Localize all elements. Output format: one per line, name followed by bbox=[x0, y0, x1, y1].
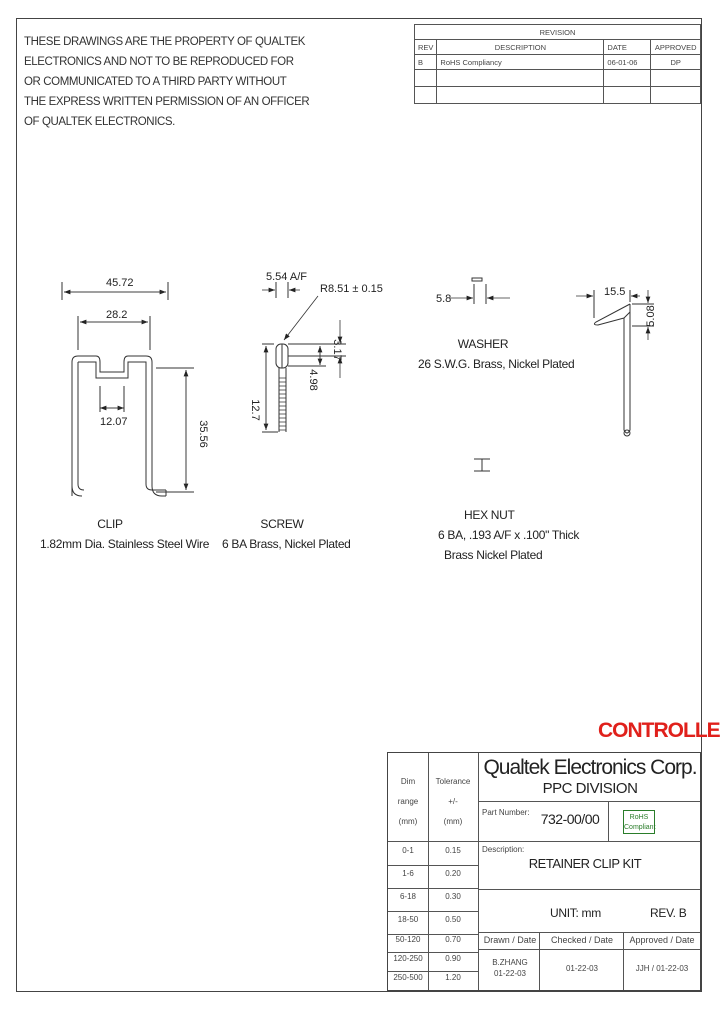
approved-label: Approved / Date bbox=[629, 935, 695, 945]
clip-caption-title: CLIP bbox=[97, 517, 123, 531]
revision-table: REVISION REV DESCRIPTION DATE APPROVED B… bbox=[413, 24, 701, 104]
controlled-stamp: CONTROLLED bbox=[598, 719, 720, 742]
screw-dim-d2: 4.98 bbox=[307, 369, 319, 390]
notice-line: ELECTRONICS AND NOT TO BE REPRODUCED FOR bbox=[24, 56, 294, 68]
description-value: RETAINER CLIP KIT bbox=[528, 856, 642, 871]
dim-header-line: Dim bbox=[400, 777, 416, 786]
description-label: Description: bbox=[482, 845, 525, 854]
hexnut-drawing bbox=[474, 458, 490, 472]
checked-date: 01-22-03 bbox=[565, 964, 599, 973]
washer-caption-material: 26 S.W.G. Brass, Nickel Plated bbox=[418, 357, 575, 371]
tol-header-line: (mm) bbox=[443, 817, 463, 826]
property-notice: THESE DRAWINGS ARE THE PROPERTY OF QUALT… bbox=[24, 32, 310, 132]
dim-range-header: Dim range (mm) bbox=[388, 772, 428, 832]
clip-dim-height: 35.56 bbox=[197, 420, 209, 448]
rohs-line: RoHS bbox=[629, 814, 649, 821]
clip-side-dim-height: 5.08 bbox=[645, 305, 657, 326]
rohs-line: Compliant bbox=[624, 824, 656, 831]
clip-dim-gap: 12.07 bbox=[100, 416, 128, 428]
drawing-frame bbox=[16, 18, 702, 992]
part-number: 732-00/00 bbox=[540, 811, 600, 827]
screw-drawing bbox=[262, 282, 346, 433]
washer-caption: WASHER 26 S.W.G. Brass, Nickel Plated bbox=[418, 334, 575, 374]
tol-header-line: Tolerance bbox=[435, 777, 471, 786]
hexnut-caption-material: Brass Nickel Plated bbox=[444, 548, 543, 562]
washer-dim-thk: 5.8 bbox=[436, 293, 451, 305]
screw-caption-material: 6 BA Brass, Nickel Plated bbox=[222, 537, 351, 551]
hexnut-caption-spec: 6 BA, .193 A/F x .100" Thick bbox=[438, 528, 580, 542]
rohs-badge: RoHS Compliant bbox=[623, 810, 656, 834]
rev-label: REV. B bbox=[650, 906, 687, 920]
notice-line: OF QUALTEK ELECTRONICS. bbox=[24, 116, 175, 128]
screw-dim-d1: 3.17 bbox=[331, 339, 343, 360]
clip-caption: CLIP 1.82mm Dia. Stainless Steel Wire bbox=[40, 514, 210, 554]
drawn-label: Drawn / Date bbox=[483, 935, 537, 945]
notice-line: THESE DRAWINGS ARE THE PROPERTY OF QUALT… bbox=[24, 36, 305, 48]
notice-line: THE EXPRESS WRITTEN PERMISSION OF AN OFF… bbox=[24, 96, 310, 108]
tolerance-header: Tolerance +/- (mm) bbox=[428, 772, 478, 832]
screw-dim-radius: R8.51 ± 0.15 bbox=[320, 283, 383, 295]
washer-caption-title: WASHER bbox=[457, 337, 509, 351]
clip-caption-material: 1.82mm Dia. Stainless Steel Wire bbox=[40, 537, 210, 551]
clip-dim-inner: 28.2 bbox=[106, 309, 127, 321]
unit-label: UNIT: mm bbox=[550, 906, 601, 920]
part-number-label: Part Number: bbox=[482, 808, 530, 817]
hexnut-caption: HEX NUT 6 BA, .193 A/F x .100" Thick Bra… bbox=[438, 505, 580, 565]
division-name: PPC DIVISION bbox=[542, 780, 638, 797]
company-name: Qualtek Electronics Corp. bbox=[483, 756, 697, 779]
dim-header-line: range bbox=[397, 797, 419, 806]
screw-dim-length: 12.7 bbox=[249, 399, 261, 420]
dim-header-line: (mm) bbox=[398, 817, 418, 826]
washer-drawing bbox=[471, 277, 487, 304]
drawn-name: B.ZHANG bbox=[492, 958, 528, 967]
screw-dim-af: 5.54 A/F bbox=[266, 271, 307, 283]
drawn-by: B.ZHANG 01-22-03 bbox=[480, 957, 540, 979]
screw-caption-title: SCREW bbox=[260, 517, 304, 531]
clip-side-dim-width: 15.5 bbox=[604, 286, 625, 298]
title-block bbox=[387, 752, 701, 991]
screw-caption: SCREW 6 BA Brass, Nickel Plated bbox=[222, 514, 351, 554]
notice-line: OR COMMUNICATED TO A THIRD PARTY WITHOUT bbox=[24, 76, 287, 88]
drawn-date: 01-22-03 bbox=[493, 969, 527, 978]
clip-dim-overall: 45.72 bbox=[106, 277, 134, 289]
hexnut-caption-title: HEX NUT bbox=[464, 508, 515, 522]
approved-date: JJH / 01-22-03 bbox=[635, 964, 689, 973]
tol-header-line: +/- bbox=[448, 797, 458, 806]
checked-label: Checked / Date bbox=[550, 935, 614, 945]
clip-side-drawing bbox=[593, 290, 654, 437]
clip-drawing bbox=[61, 282, 194, 497]
